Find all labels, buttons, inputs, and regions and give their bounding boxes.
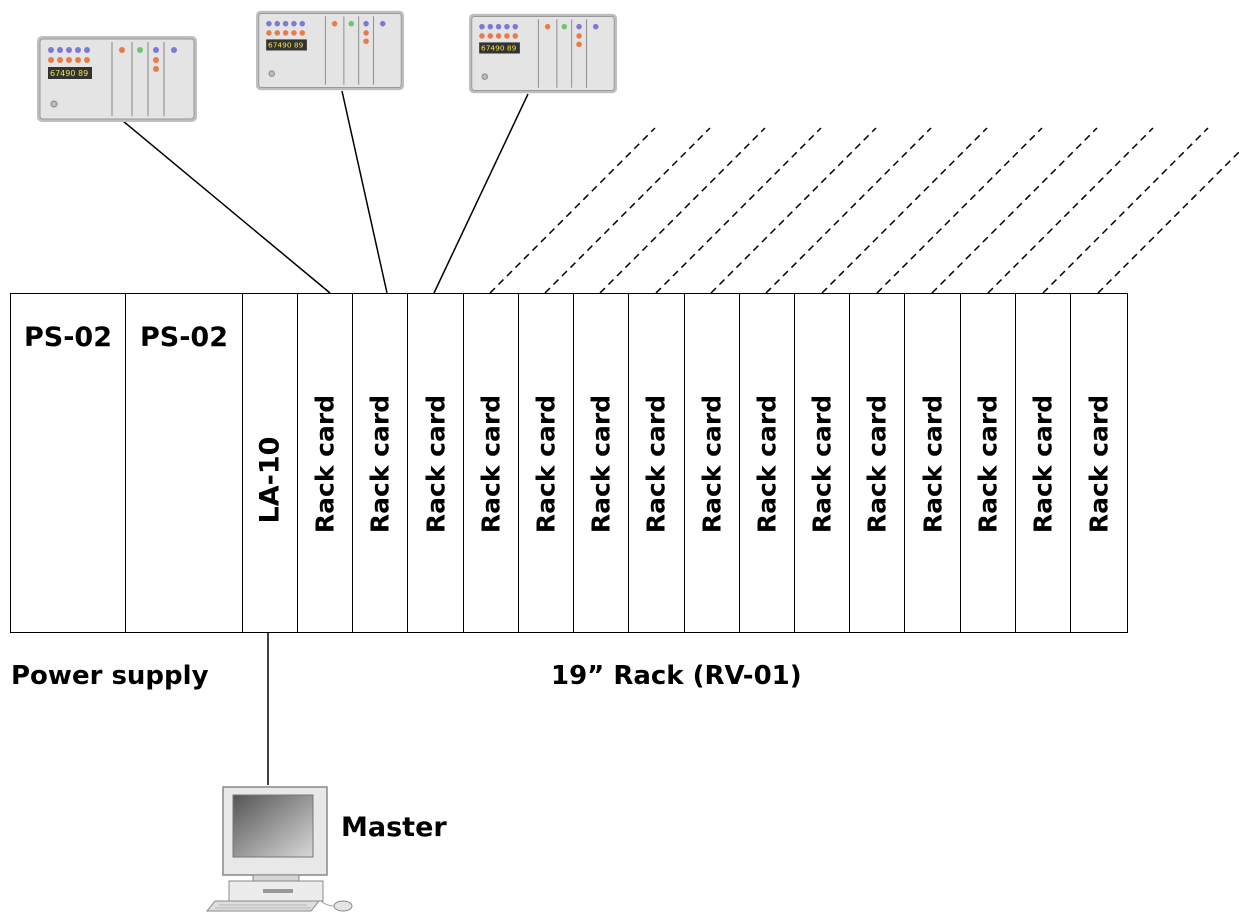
rack-card-label: Rack card [586,394,616,534]
power-supply-slot: PS-02 [11,294,126,632]
rack-card-label: Rack card [918,394,948,534]
rack-card-label: Rack card [807,394,837,534]
device-display: 67490 89 [481,44,517,53]
rack-card-slot: Rack card [574,294,630,632]
rack-card-label: Rack card [641,394,671,534]
rack-card-label: Rack card [421,394,451,534]
device-display: 67490 89 [50,69,88,78]
master-computer-icon [205,786,353,912]
controller-slot: LA-10 [243,294,298,632]
rack-card-label: Rack card [697,394,727,534]
rack-card-slot: Rack card [629,294,685,632]
rack-card-label: Rack card [531,394,561,534]
remote-device-icon: 67490 89 [256,10,404,91]
rack-card-slot: Rack card [464,294,519,632]
link-device-2 [341,90,388,294]
link-device-1 [122,120,331,294]
rack-caption: 19” Rack (RV-01) [551,661,802,691]
remote-device-icon: 67490 89 [37,36,197,122]
rack-card-slot: Rack card [795,294,851,632]
rack-card-slot: Rack card [685,294,740,632]
rack-card-slot: Rack card [1016,294,1072,632]
rack-card-label: Rack card [1084,394,1114,534]
rack-card-slot: Rack card [519,294,575,632]
rack-card-label: Rack card [476,394,506,534]
rack: PS-02 PS-02 LA-10 Rack card Rack card Ra… [10,293,1128,633]
rack-card-slot: Rack card [298,294,354,632]
rack-card-slot: Rack card [1071,294,1126,632]
power-supply-label: PS-02 [139,322,228,353]
power-supply-slot: PS-02 [126,294,243,632]
rack-card-label: Rack card [973,394,1003,534]
rack-card-slot: Rack card [905,294,961,632]
controller-label: LA-10 [254,436,286,524]
rack-card-slot: Rack card [850,294,906,632]
power-supply-label: PS-02 [23,322,112,353]
device-display: 67490 89 [268,41,304,50]
rack-card-slot: Rack card [961,294,1016,632]
dashed-links [489,127,1240,294]
link-device-3 [433,93,529,294]
rack-card-slot: Rack card [408,294,464,632]
rack-card-slot: Rack card [353,294,409,632]
remote-device-icon: 67490 89 [469,13,617,94]
master-label: Master [341,812,447,843]
rack-card-label: Rack card [752,394,782,534]
rack-card-label: Rack card [862,394,892,534]
rack-card-label: Rack card [1028,394,1058,534]
rack-card-slot: Rack card [740,294,795,632]
rack-card-label: Rack card [365,394,395,534]
rack-card-label: Rack card [310,394,340,534]
power-supply-caption: Power supply [11,661,209,691]
